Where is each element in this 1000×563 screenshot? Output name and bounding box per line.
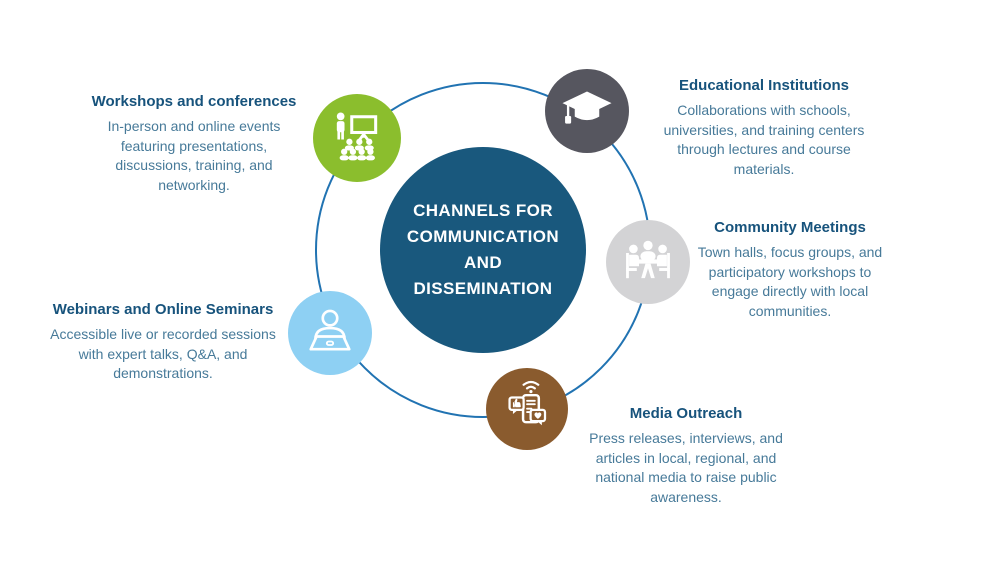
channel-title: Webinars and Online Seminars xyxy=(52,301,274,318)
channel-title: Community Meetings xyxy=(714,219,866,236)
channel-label-community: Community Meetings Town halls, focus gro… xyxy=(690,218,890,321)
graduation-cap-icon xyxy=(559,81,615,142)
webinar-person-laptop-icon xyxy=(302,303,358,364)
channel-description: Collaborations with schools, universitie… xyxy=(663,102,865,177)
presentation-audience-icon xyxy=(329,108,385,169)
channel-title: Educational Institutions xyxy=(678,77,849,94)
channel-description: Accessible live or recorded sessions wit… xyxy=(50,326,276,381)
channel-description: In-person and online events featuring pr… xyxy=(107,118,281,193)
channel-description: Press releases, interviews, and articles… xyxy=(589,430,783,505)
meeting-table-icon xyxy=(620,232,676,293)
channel-bubble-webinars xyxy=(288,291,372,375)
channel-label-educational: Educational Institutions Collaborations … xyxy=(648,76,880,179)
channel-bubble-educational xyxy=(545,69,629,153)
center-title-line: CHANNELS FOR xyxy=(413,201,553,220)
channel-title: Media Outreach xyxy=(629,405,743,422)
channel-label-workshops: Workshops and conferences In-person and … xyxy=(88,92,300,195)
center-circle: CHANNELS FOR COMMUNICATION AND DISSEMINA… xyxy=(380,147,586,353)
channel-label-media: Media Outreach Press releases, interview… xyxy=(576,404,796,507)
center-title-line: COMMUNICATION xyxy=(406,227,560,246)
center-title-line: AND xyxy=(463,253,503,272)
channel-bubble-community xyxy=(606,220,690,304)
channel-bubble-workshops xyxy=(313,94,401,182)
channel-bubble-media xyxy=(486,368,568,450)
social-media-phone-icon xyxy=(500,380,554,439)
channel-title: Workshops and conferences xyxy=(91,93,297,110)
channel-label-webinars: Webinars and Online Seminars Accessible … xyxy=(50,300,276,384)
channel-description: Town halls, focus groups, and participat… xyxy=(697,244,883,319)
center-title-line: DISSEMINATION xyxy=(413,279,553,298)
